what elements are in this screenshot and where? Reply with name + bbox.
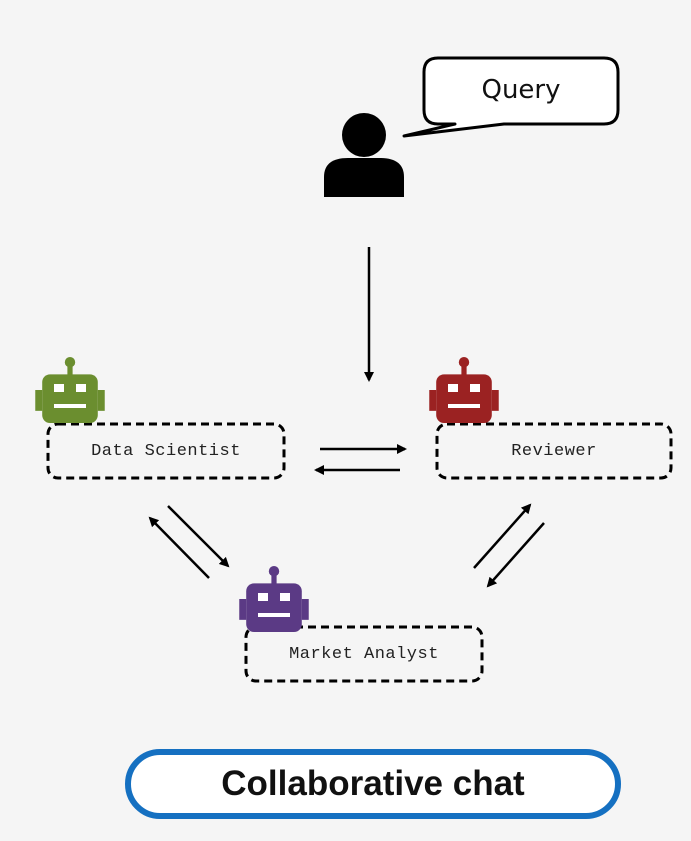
query-label: Query xyxy=(481,75,561,105)
speech-bubble xyxy=(402,56,620,138)
person-icon xyxy=(324,113,404,197)
robot-icon-reviewer xyxy=(429,357,499,423)
collaborative-chat-badge: Collaborative chat xyxy=(125,749,621,819)
robot-icon-market-analyst xyxy=(239,566,309,632)
market-analyst-label: Market Analyst xyxy=(289,644,439,664)
reviewer-label: Reviewer xyxy=(511,441,597,461)
market-analyst-box xyxy=(244,625,484,683)
data-scientist-label: Data Scientist xyxy=(91,441,241,461)
collaborative-chat-label: Collaborative chat xyxy=(221,764,525,803)
arrow-ds-to-market xyxy=(167,505,230,568)
data-scientist-box xyxy=(46,422,286,480)
reviewer-box xyxy=(435,422,673,480)
robot-icon-data-scientist xyxy=(35,357,105,423)
arrow-market-to-reviewer xyxy=(473,503,532,569)
arrow-reviewer-to-market xyxy=(486,522,545,588)
arrow-market-to-ds xyxy=(148,516,210,579)
